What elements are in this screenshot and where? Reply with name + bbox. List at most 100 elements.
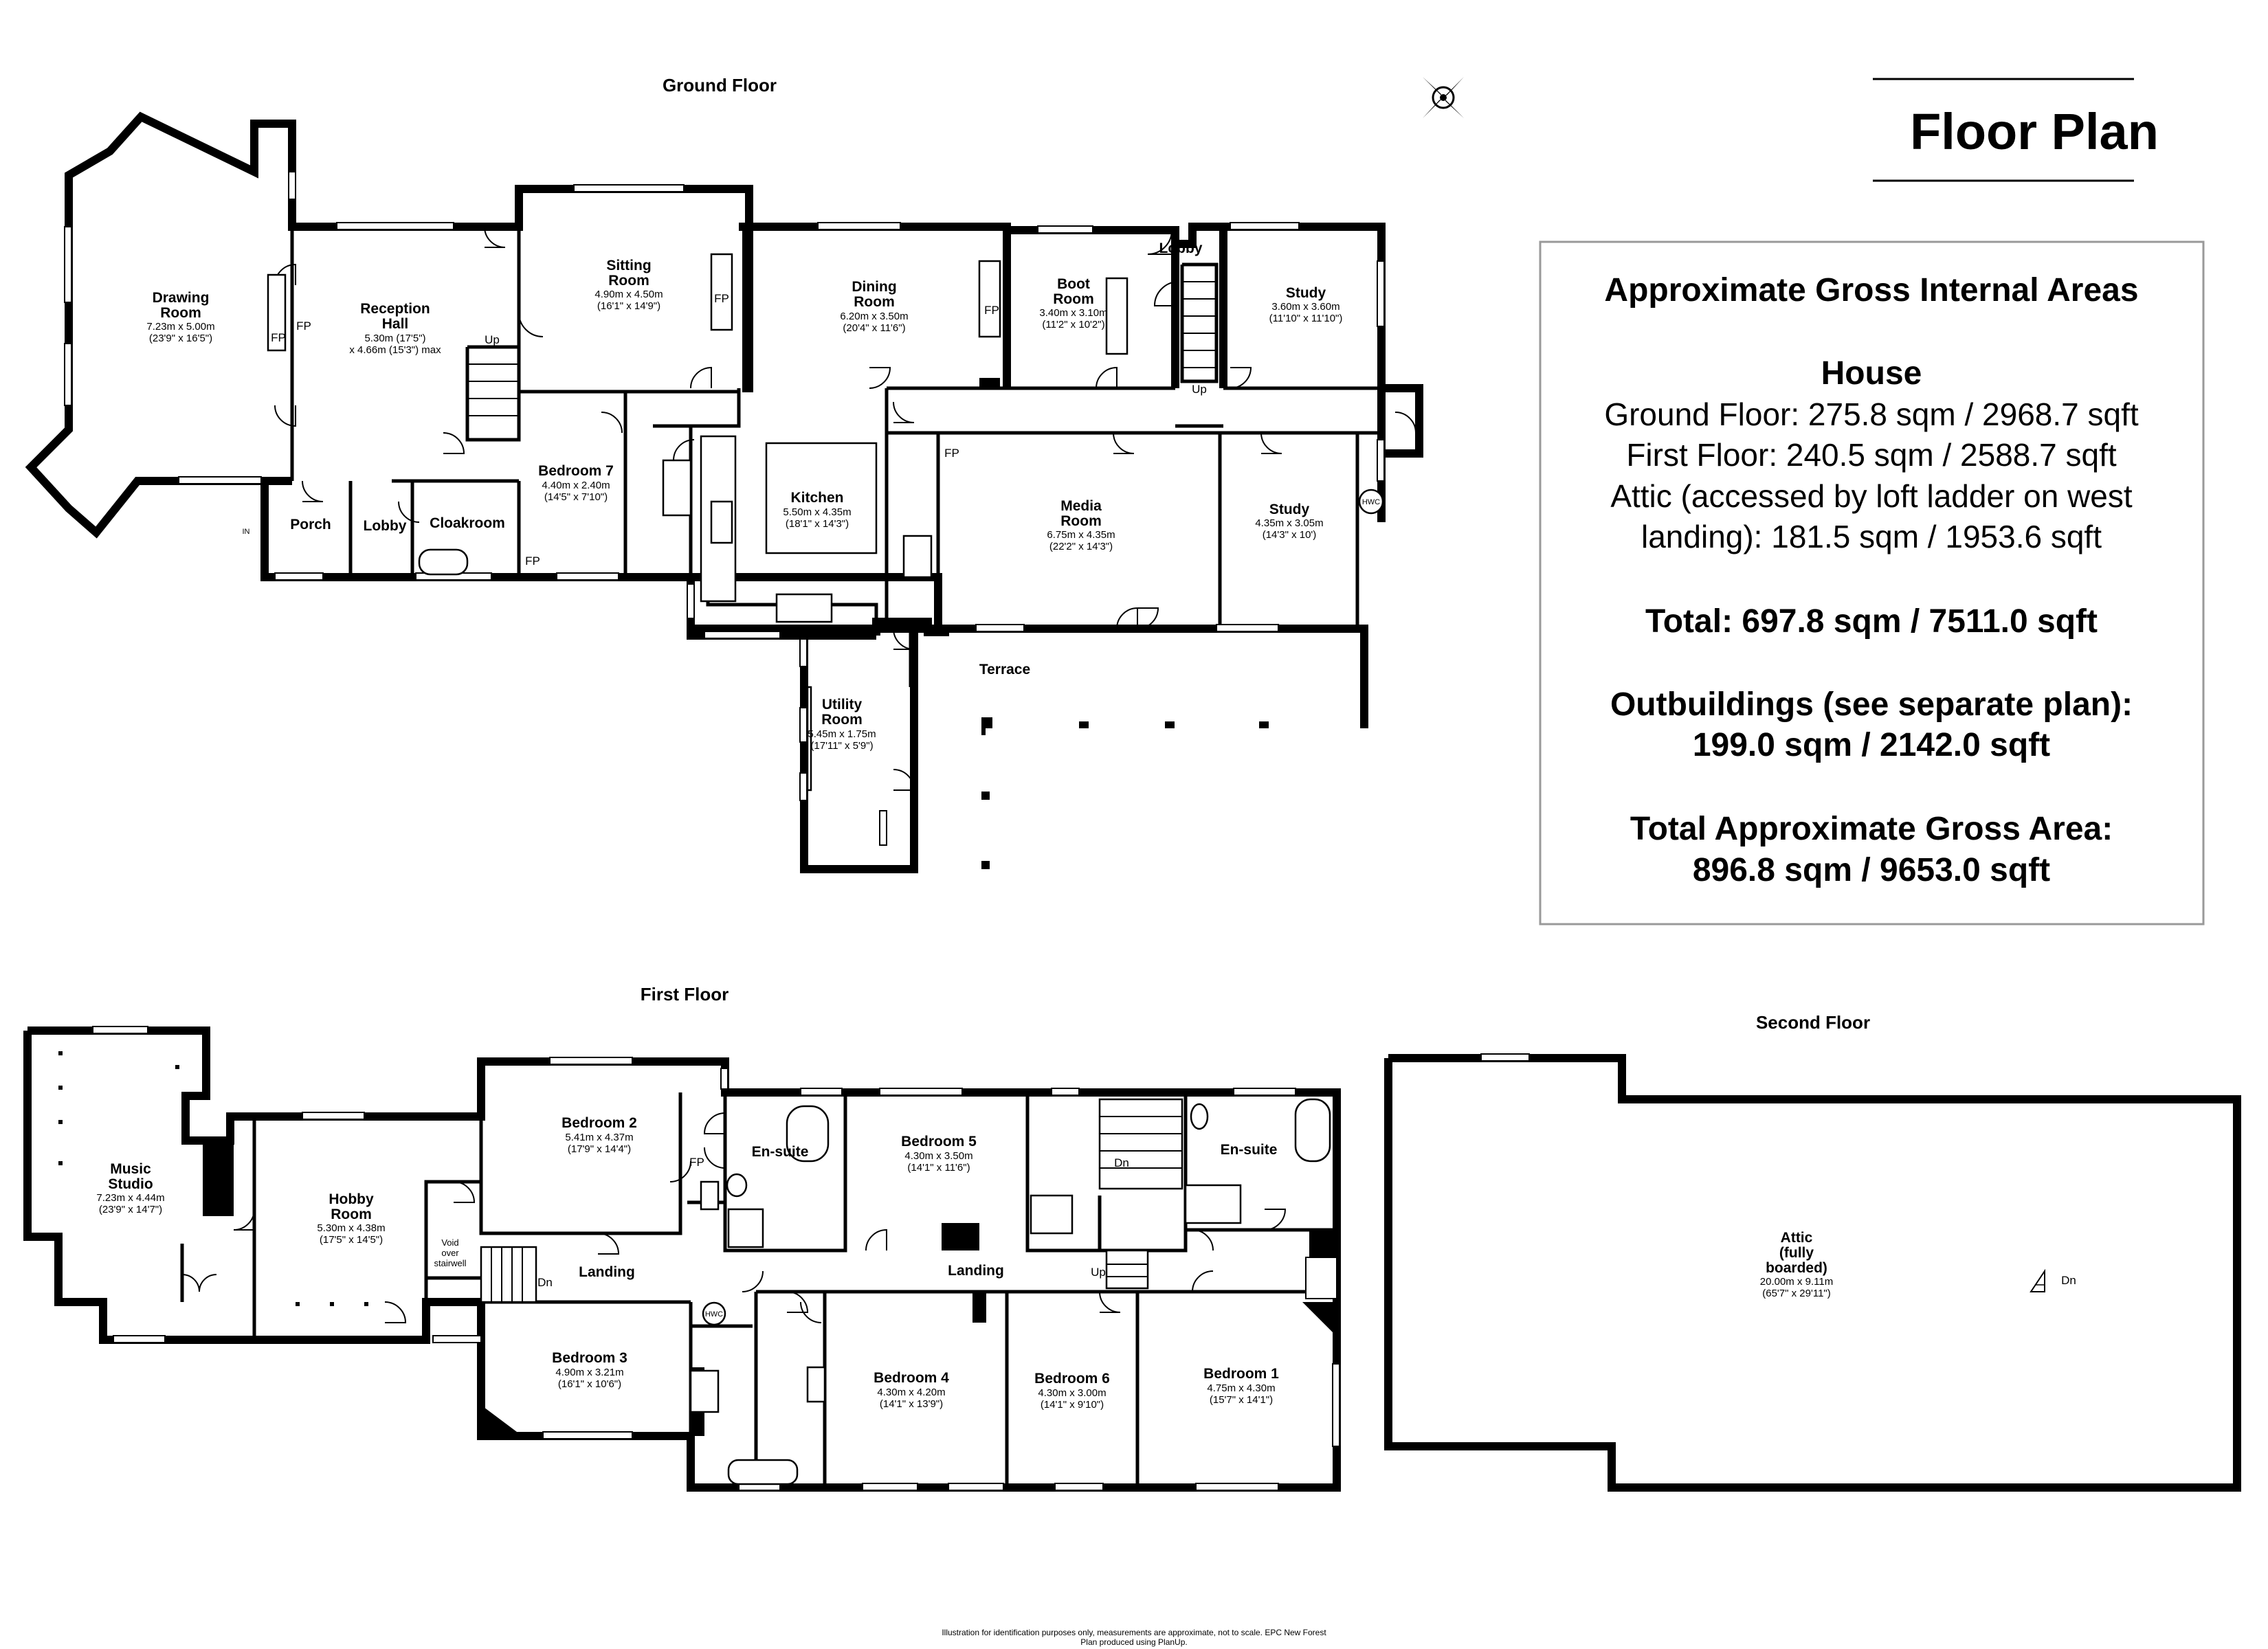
ground-floor-area: Ground Floor: 275.8 sqm / 2968.7 sqft [1604, 396, 2139, 432]
page-title: Floor Plan [1910, 103, 2159, 160]
bedroom-2-name: Bedroom 2 [562, 1115, 637, 1131]
reception-hall-dim-1: 5.30m (17'5") [364, 333, 425, 344]
shower-hall [1030, 1194, 1074, 1235]
up-mark-ground-east: Up [1192, 383, 1207, 396]
sitting-room-dim-2: (16'1" x 14'9") [597, 300, 660, 312]
kitchen-dim-2: (18'1" x 14'3") [786, 518, 849, 530]
hwc-mark-first: HWC [705, 1310, 723, 1319]
fp-mark-media: FP [944, 447, 959, 460]
boot-room-dim-2: (11'2" x 10'2") [1042, 319, 1104, 330]
kitchen-dim-1: 5.50m x 4.35m [783, 506, 851, 518]
compass-icon [1423, 77, 1464, 118]
music-studio-name-1: Music [110, 1161, 151, 1177]
bedroom-1-dim-1: 4.75m x 4.30m [1207, 1382, 1275, 1394]
fireplace-dining [978, 260, 1001, 338]
bedroom-5-dim-1: 4.30m x 3.50m [904, 1150, 972, 1162]
study-south-name: Study [1269, 502, 1310, 517]
bedroom-1-dim-2: (15'7" x 14'1") [1210, 1394, 1273, 1406]
reception-hall-name-2: Hall [382, 316, 409, 332]
attic-name-2: (fully [1779, 1245, 1814, 1261]
bedroom-6-name: Bedroom 6 [1034, 1371, 1110, 1387]
bedroom-1-name: Bedroom 1 [1203, 1366, 1279, 1382]
bedroom-3-name: Bedroom 3 [552, 1350, 627, 1366]
bedroom-4-dim-2: (14'1" x 13'9") [880, 1398, 943, 1410]
study-north-name: Study [1286, 285, 1326, 301]
hobby-room-name-1: Hobby [329, 1191, 374, 1207]
hobby-room-name-2: Room [331, 1207, 372, 1222]
utility-worktop [806, 686, 812, 792]
music-studio-name-2: Studio [108, 1176, 153, 1192]
void-label-2: over [441, 1248, 459, 1258]
ground-floor-heading: Ground Floor [663, 75, 777, 96]
media-room-name-2: Room [1060, 513, 1102, 529]
void-label-3: stairwell [434, 1258, 467, 1268]
fireplace-drawing [267, 273, 287, 352]
total-area: Total: 697.8 sqm / 7511.0 sqft [1645, 603, 2098, 640]
bath-ensuite-west [786, 1105, 830, 1163]
kitchen-name: Kitchen [790, 490, 843, 506]
gross-area-line-1: Total Approximate Gross Area: [1630, 811, 2113, 847]
kitchen-island [765, 442, 878, 554]
sitting-room-dim-1: 4.90m x 4.50m [594, 289, 663, 300]
fp-mark-dining: FP [984, 304, 999, 317]
hwc-ground [1358, 489, 1384, 515]
lobby-north-name: Lobby [1159, 240, 1203, 256]
shower-family [689, 1369, 720, 1413]
dn-mark-first-west: Dn [537, 1276, 553, 1289]
bedroom-2-dim-2: (17'9" x 14'4") [568, 1143, 631, 1155]
cloakroom-name: Cloakroom [430, 515, 505, 531]
attic-area-line-1: Attic (accessed by loft ladder on west [1610, 478, 2133, 514]
void-label-1: Void [441, 1237, 458, 1248]
drawing-room-name-1: Drawing [153, 290, 210, 306]
fireplace-sitting [710, 253, 733, 331]
terrace-name: Terrace [979, 662, 1030, 677]
shower [662, 459, 692, 517]
boot-room-name-1: Boot [1057, 276, 1090, 292]
in-mark: IN [243, 528, 250, 536]
bedroom-5-name: Bedroom 5 [901, 1134, 977, 1149]
footer-line-1: Illustration for identification purposes… [942, 1628, 1326, 1637]
bedroom-5-dim-2: (14'1" x 11'6") [907, 1162, 970, 1174]
bedroom-4-name: Bedroom 4 [874, 1370, 949, 1386]
hwc-mark-ground: HWC [1362, 498, 1380, 506]
utility-room-name-2: Room [821, 712, 863, 728]
house-heading: House [1821, 355, 1922, 392]
bedroom-6-dim-2: (14'1" x 9'10") [1041, 1399, 1104, 1411]
ground-floor-plan [25, 111, 1423, 873]
bedroom-7-dim-2: (14'5" x 7'10") [544, 491, 608, 503]
hobby-room-dim-2: (17'5" x 14'5") [320, 1234, 383, 1246]
dn-mark-first-east: Dn [1114, 1156, 1129, 1169]
attic-dim-1: 20.00m x 9.11m [1760, 1276, 1833, 1288]
drawing-room-dim-1: 7.23m x 5.00m [146, 321, 214, 333]
areas-heading: Approximate Gross Internal Areas [1604, 272, 2138, 309]
study-north-dim-2: (11'10" x 11'10") [1269, 313, 1343, 324]
first-stairs [480, 1098, 1183, 1303]
study-north-dim-1: 3.60m x 3.60m [1271, 301, 1339, 313]
sitting-room-name-1: Sitting [606, 258, 651, 273]
second-floor-heading: Second Floor [1756, 1012, 1870, 1033]
landing-west-name: Landing [579, 1264, 635, 1280]
media-room-dim-2: (22'2" x 14'3") [1049, 541, 1113, 552]
hob [710, 500, 733, 544]
dining-room-name-2: Room [854, 294, 895, 310]
ensuite-west-name: En-suite [752, 1144, 809, 1160]
gross-area-line-2: 896.8 sqm / 9653.0 sqft [1693, 852, 2050, 888]
boot-room-name-2: Room [1053, 291, 1094, 307]
bath-ensuite-east [1294, 1098, 1331, 1163]
bath-family [727, 1459, 799, 1485]
media-room-dim-1: 6.75m x 4.35m [1047, 529, 1115, 541]
bedroom-2-dim-1: 5.41m x 4.37m [565, 1132, 633, 1143]
attic-name-1: Attic [1781, 1230, 1813, 1246]
fp-mark-bedroom-7: FP [525, 554, 540, 568]
dining-room-dim-1: 6.20m x 3.50m [840, 311, 908, 322]
music-studio-dim-1: 7.23m x 4.44m [96, 1192, 164, 1204]
utility-room-dim-2: (17'11" x 5'9") [810, 740, 873, 752]
wc-ensuite-west [726, 1173, 748, 1198]
first-floor-plan [23, 1026, 1341, 1492]
study-south-dim-2: (14'3" x 10') [1263, 529, 1317, 541]
tall-unit [902, 535, 933, 579]
hobby-room-dim-1: 5.30m x 4.38m [317, 1222, 385, 1234]
boot-room-dim-1: 3.40m x 3.10m [1039, 307, 1107, 319]
up-mark-first: Up [1091, 1266, 1106, 1279]
